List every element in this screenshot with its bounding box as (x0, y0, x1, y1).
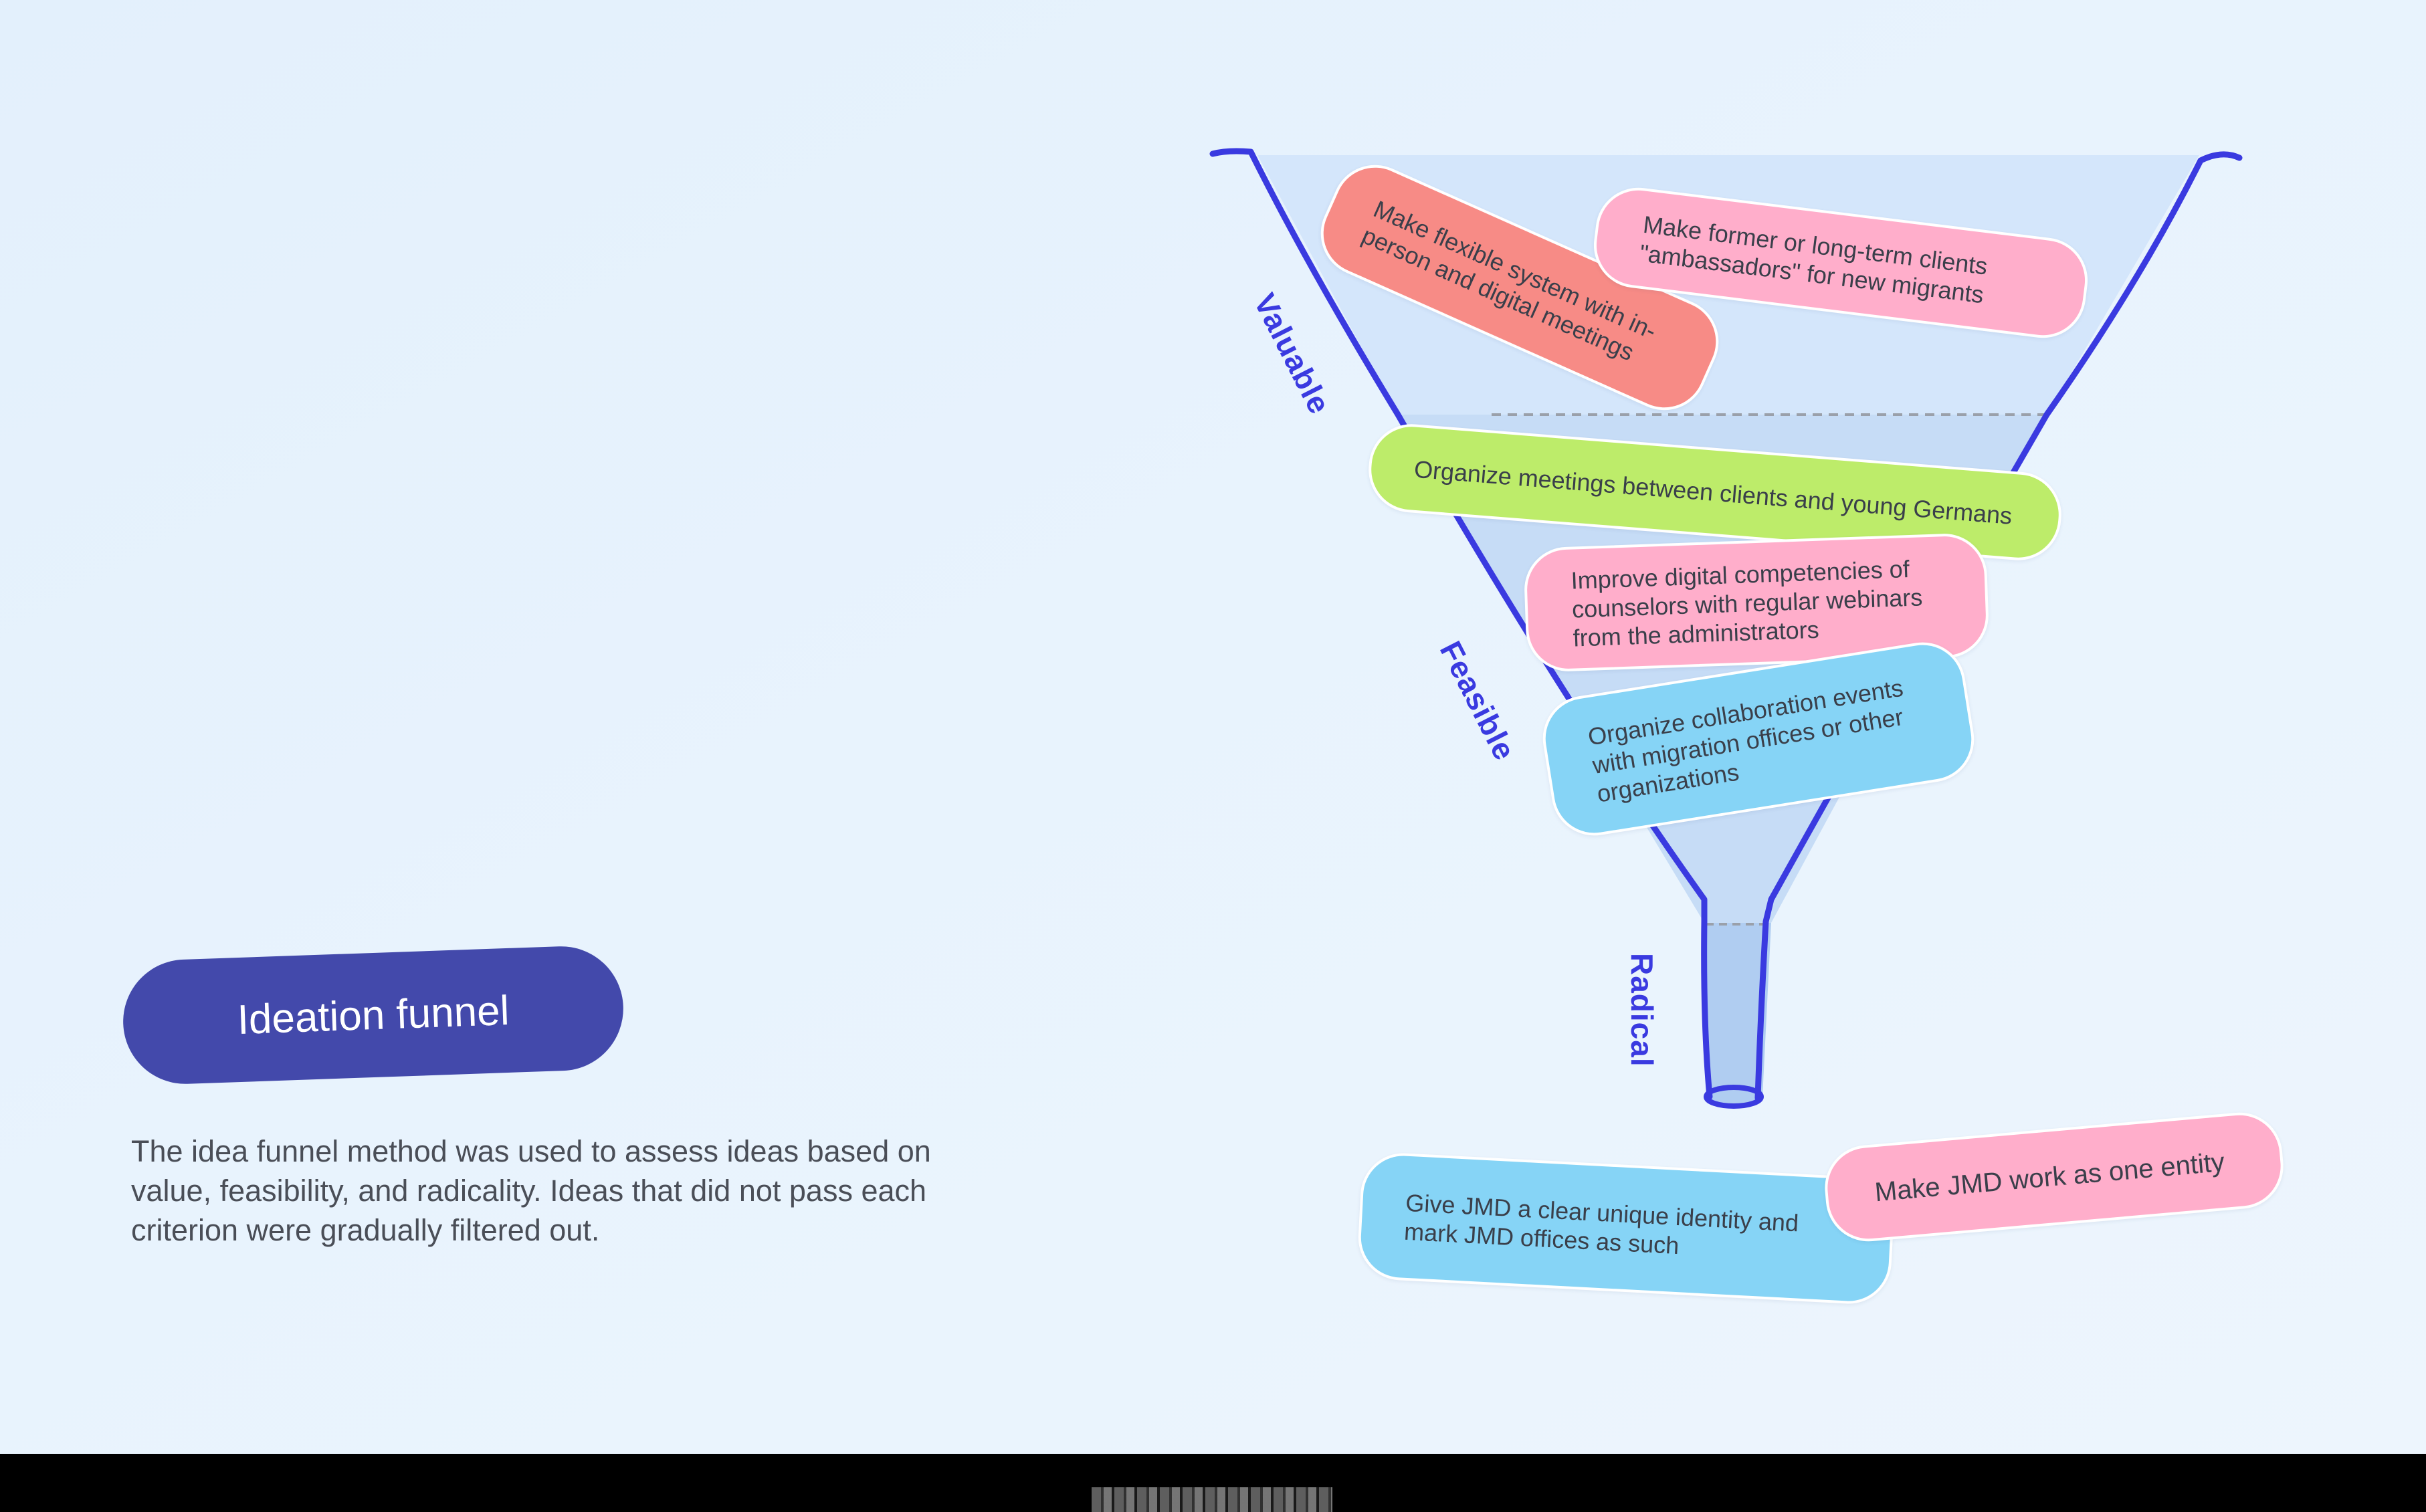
idea-text: Organize meetings between clients and yo… (1413, 455, 2013, 530)
canvas: Valuable Feasible Radical Make flexible … (0, 0, 2426, 1454)
funnel-radical-section (1704, 923, 1771, 1097)
bottom-bar-mark (1092, 1487, 1332, 1512)
title-badge: Ideation funnel (120, 944, 626, 1086)
funnel-outline-left (1209, 148, 1713, 1100)
idea-text: Organize collaboration events with migra… (1586, 673, 1906, 807)
idea-text: Make JMD work as one entity (1874, 1147, 2226, 1207)
stage-label-radical: Radical (1625, 953, 1659, 1067)
funnel-spout-rim (1704, 1085, 1764, 1109)
idea-text: Give JMD a clear unique identity and mar… (1403, 1188, 1800, 1260)
description-text: The idea funnel method was used to asses… (131, 1134, 931, 1247)
funnel-spout-opening (1706, 1087, 1761, 1106)
idea-text: Improve digital competencies of counselo… (1570, 554, 1923, 652)
page-title: Ideation funnel (236, 987, 510, 1043)
